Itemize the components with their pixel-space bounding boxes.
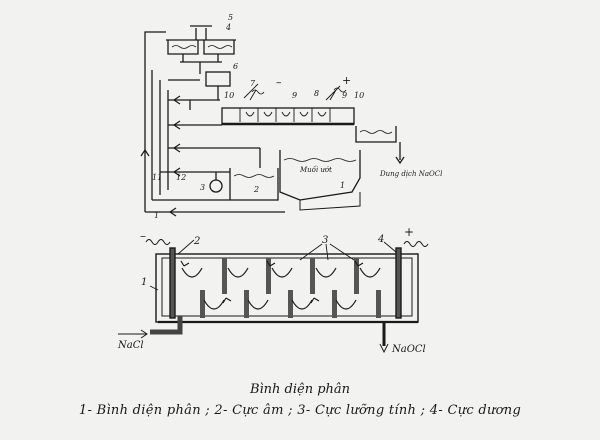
label-top-9b: 9 <box>342 91 347 100</box>
label-bottom-plus: + <box>404 225 414 239</box>
label-top-plus: + <box>342 74 351 87</box>
label-top-minus: – <box>276 76 282 89</box>
label-top-12: 12 <box>176 173 186 182</box>
label-outlet: NaOCl <box>391 344 426 355</box>
label-vessel-1: 1 <box>141 277 147 288</box>
electrolyser-train <box>221 83 355 126</box>
caption-legend: 1- Bình diện phân ; 2- Cực âm ; 3- Cực l… <box>78 403 522 418</box>
bipolar-plates <box>200 258 381 318</box>
label-anode-4: 4 <box>377 234 384 245</box>
label-top-2: 2 <box>253 185 259 194</box>
cathode-plate <box>169 247 176 319</box>
output-tank <box>355 126 397 143</box>
label-top-1-dissolver: 1 <box>340 181 345 190</box>
label-top-5: 5 <box>228 13 233 22</box>
label-top-7: 7 <box>250 79 256 88</box>
label-top-3: 3 <box>200 183 205 192</box>
label-top-6: 6 <box>233 62 238 71</box>
label-top-10a: 10 <box>224 91 234 100</box>
left-pipes <box>144 31 285 213</box>
label-top-10b: 10 <box>354 91 364 100</box>
label-inlet: NaCl <box>117 340 144 351</box>
circulation-arcs <box>180 260 381 310</box>
label-solution: Dung dịch NaOCl <box>379 170 442 178</box>
nacl-inlet <box>118 316 183 339</box>
naocl-outlet <box>379 322 389 354</box>
anode-spring <box>403 241 429 247</box>
header-tanks <box>166 25 236 63</box>
salt-dissolver <box>279 150 361 211</box>
label-top-11: 11 <box>152 173 162 182</box>
anode-plate <box>395 247 402 319</box>
brine-tank <box>209 168 279 201</box>
label-salt: Muối ướt <box>299 165 332 174</box>
label-top-8: 8 <box>314 89 319 98</box>
label-cathode-2: 2 <box>193 236 200 247</box>
label-bipolar-3: 3 <box>322 235 328 246</box>
flow-arrows <box>140 95 181 217</box>
label-top-4: 4 <box>225 23 231 32</box>
cathode-spring <box>145 239 171 245</box>
label-top-1: 1 <box>154 211 159 220</box>
caption-title: Bình diện phân <box>249 382 351 397</box>
label-top-9a: 9 <box>292 91 297 100</box>
label-bottom-minus: – <box>140 229 146 243</box>
